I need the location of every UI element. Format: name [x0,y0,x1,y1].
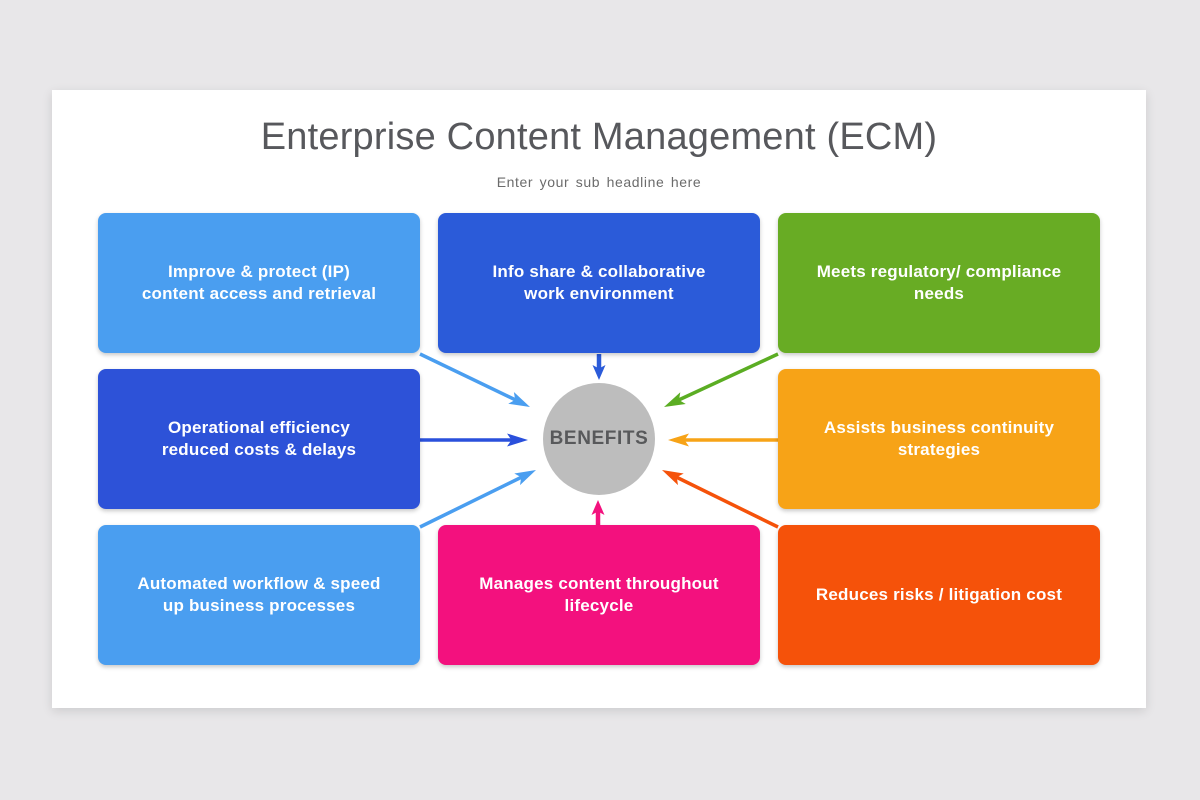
box-improve-protect: Improve & protect (IP) content access an… [98,213,420,353]
box-regulatory-compliance: Meets regulatory/ compliance needs [778,213,1100,353]
box-business-continuity: Assists business continuity strategies [778,369,1100,509]
box-operational-efficiency: Operational efficiency reduced costs & d… [98,369,420,509]
page-subtitle: Enter your sub headline here [496,174,702,190]
box-content-lifecycle: Manages content throughout lifecycle [438,525,760,665]
benefits-center-cell: BENEFITS [438,369,760,509]
slide-canvas: Enterprise Content Management (ECM) Ente… [52,90,1146,708]
box-reduces-risks: Reduces risks / litigation cost [778,525,1100,665]
benefits-circle: BENEFITS [543,383,655,495]
benefits-grid: Improve & protect (IP) content access an… [98,213,1100,665]
box-info-share: Info share & collaborative work environm… [438,213,760,353]
benefits-label: BENEFITS [549,428,649,449]
page-title: Enterprise Content Management (ECM) [260,116,938,158]
box-automated-workflow: Automated workflow & speed up business p… [98,525,420,665]
